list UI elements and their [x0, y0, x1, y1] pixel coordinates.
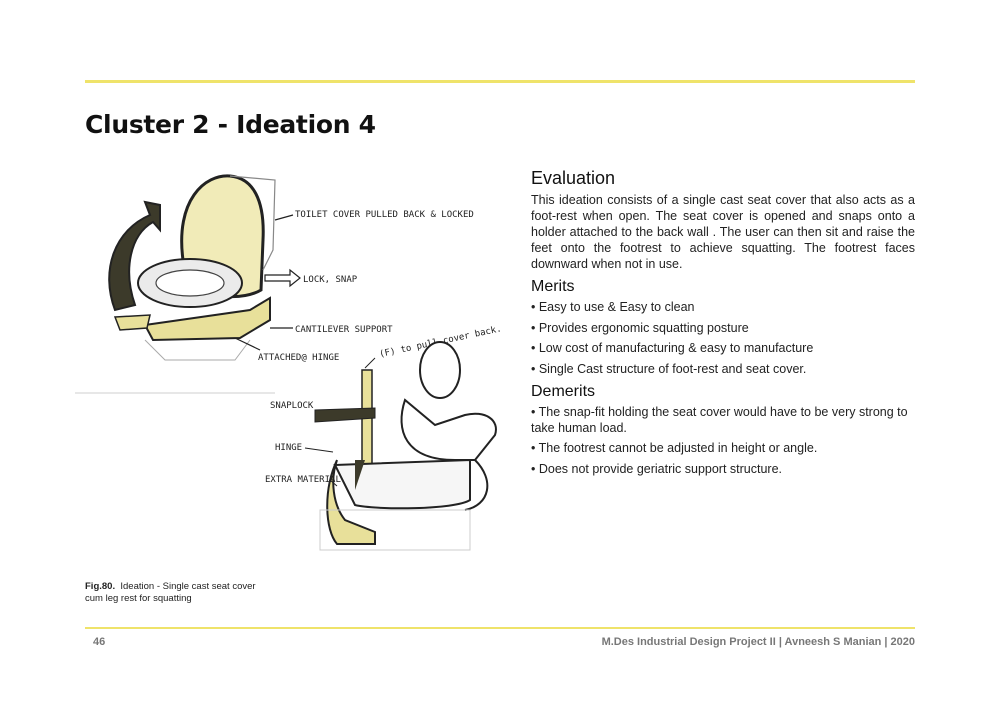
page-title: Cluster 2 - Ideation 4 — [85, 110, 376, 139]
caption-text: Ideation - Single cast seat cover cum le… — [85, 581, 256, 604]
demerit-item: • The snap-fit holding the seat cover wo… — [531, 404, 908, 435]
demerit-item: • The footrest cannot be adjusted in hei… — [531, 441, 818, 455]
annotation-lock-snap: LOCK, SNAP — [303, 275, 358, 285]
toilet-top-sketch: TOILET COVER PULLED BACK & LOCKED LOCK, … — [108, 174, 474, 363]
demerit-item: • Does not provide geriatric support str… — [531, 461, 783, 476]
top-divider — [85, 80, 915, 83]
merits-heading: Merits — [531, 278, 575, 295]
annotation-snap-lock: SNAPLOCK — [270, 401, 314, 411]
evaluation-body: This ideation consists of a single cast … — [531, 193, 915, 271]
annotation-attached-hinge: ATTACHED@ HINGE — [258, 353, 339, 363]
annotation-extra-material: EXTRA MATERIAL — [265, 475, 341, 485]
demerits-heading: Demerits — [531, 382, 596, 400]
caption-label: Fig.80. — [85, 581, 116, 592]
evaluation-heading: Evaluation — [531, 168, 616, 188]
merit-item: • Easy to use & Easy to clean — [531, 300, 695, 314]
annotation-toilet-cover: TOILET COVER PULLED BACK & LOCKED — [295, 210, 474, 220]
merit-item: • Provides ergonomic squatting posture — [531, 320, 749, 335]
footer-credit: M.Des Industrial Design Project II | Avn… — [601, 636, 915, 648]
merit-item: • Single Cast structure of foot-rest and… — [531, 361, 807, 376]
page-number: 46 — [93, 636, 106, 648]
annotation-hinge: HINGE — [275, 443, 302, 453]
merit-item: • Low cost of manufacturing & easy to ma… — [531, 341, 814, 355]
bottom-divider — [85, 627, 915, 629]
figure-caption: Fig.80. Ideation - Single cast seat cove… — [85, 581, 265, 605]
annotation-cantilever: CANTILEVER SUPPORT — [295, 325, 393, 335]
ideation-sketch: TOILET COVER PULLED BACK & LOCKED LOCK, … — [75, 174, 503, 551]
demerits-list: • The snap-fit holding the seat cover wo… — [531, 404, 915, 477]
evaluation-panel: Evaluation This ideation consists of a s… — [531, 168, 915, 481]
merits-list: • Easy to use & Easy to clean • Provides… — [531, 299, 915, 377]
